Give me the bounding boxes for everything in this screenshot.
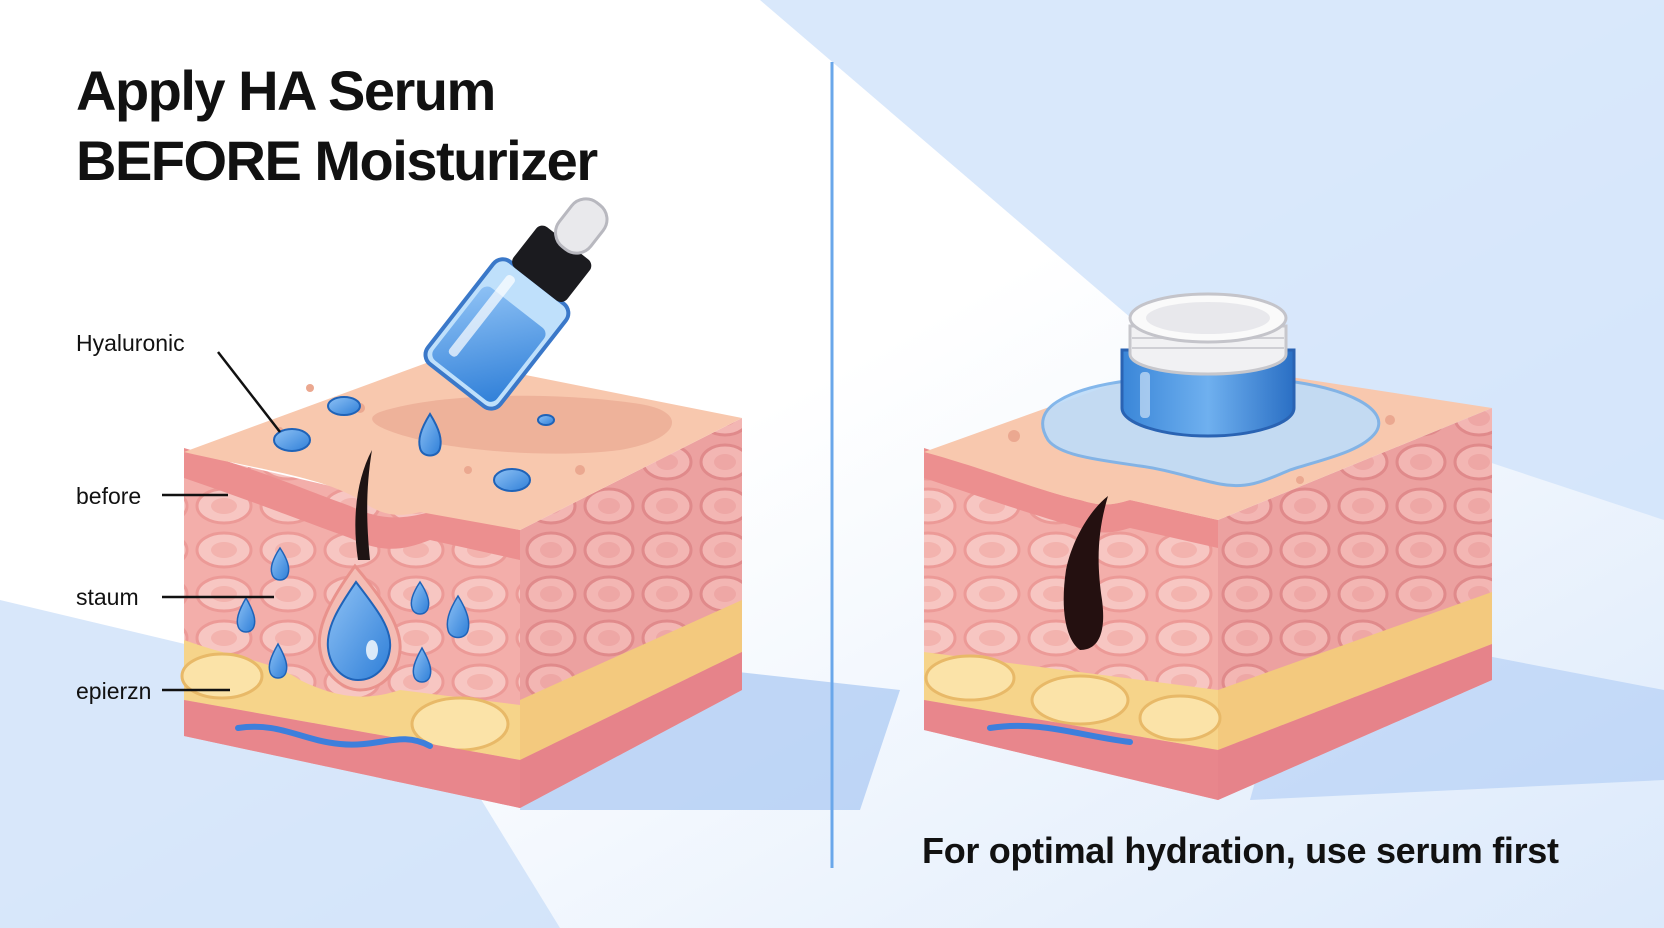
jar-highlight	[1140, 372, 1150, 418]
serum-droplet-surface	[273, 428, 311, 452]
serum-drop-falling	[418, 412, 442, 457]
pore	[1385, 415, 1395, 425]
serum-droplet-surface	[327, 396, 361, 416]
serum-drop	[236, 596, 256, 633]
label-hyaluronic: Hyaluronic	[76, 330, 185, 356]
label-before: before	[76, 483, 142, 509]
drop-highlight	[366, 640, 378, 660]
pore	[464, 466, 472, 474]
serum-droplet-surface	[537, 414, 555, 426]
background-light-beam	[760, 0, 1664, 520]
page-title-line-2: BEFORE Moisturizer	[76, 129, 598, 192]
pore	[1008, 430, 1020, 442]
dermis-base-side	[1218, 644, 1492, 800]
serum-drop	[412, 646, 432, 683]
bottle-highlight	[448, 274, 515, 357]
label-staum: staum	[76, 584, 139, 610]
serum-drop	[410, 580, 430, 615]
jar-cream	[1146, 302, 1270, 334]
skin-block-serum	[180, 358, 742, 808]
skin-block-moisturizer	[924, 360, 1492, 800]
background-light-beam-left	[0, 600, 560, 928]
skin-surface-shadow	[372, 395, 673, 454]
hair-follicle	[355, 450, 372, 560]
serum-droplet-surface	[493, 468, 531, 492]
fat-cell	[1138, 694, 1222, 742]
pore	[306, 384, 314, 392]
bottle-serum	[432, 286, 546, 402]
fat-layer-side	[1218, 592, 1492, 750]
dropper-bulb	[554, 197, 609, 255]
blood-vessel	[235, 723, 433, 749]
hair-follicle	[1063, 496, 1108, 650]
moisturizer-jar-icon	[1120, 292, 1296, 438]
caption: For optimal hydration, use serum first	[922, 830, 1559, 871]
fat-layer-side	[520, 600, 742, 760]
pore	[575, 465, 585, 475]
epidermis-layer	[924, 448, 1218, 548]
fat-cell	[1030, 674, 1130, 726]
page-title-line-1: Apply HA Serum	[76, 59, 496, 122]
serum-drop	[270, 546, 290, 581]
dropper-collar	[512, 225, 592, 302]
fat-cell	[180, 652, 264, 700]
blood-vessel	[987, 722, 1133, 745]
epidermis-layer	[184, 448, 520, 560]
serum-drop	[268, 642, 288, 679]
dermis-base-side	[520, 652, 742, 808]
label-epierzn: epierzn	[76, 678, 152, 704]
leader-line-hyaluronic	[217, 351, 281, 433]
serum-drop	[446, 594, 470, 639]
fat-cell	[924, 654, 1016, 702]
pore	[1296, 476, 1304, 484]
serum-dropper-bottle-icon	[423, 197, 609, 411]
